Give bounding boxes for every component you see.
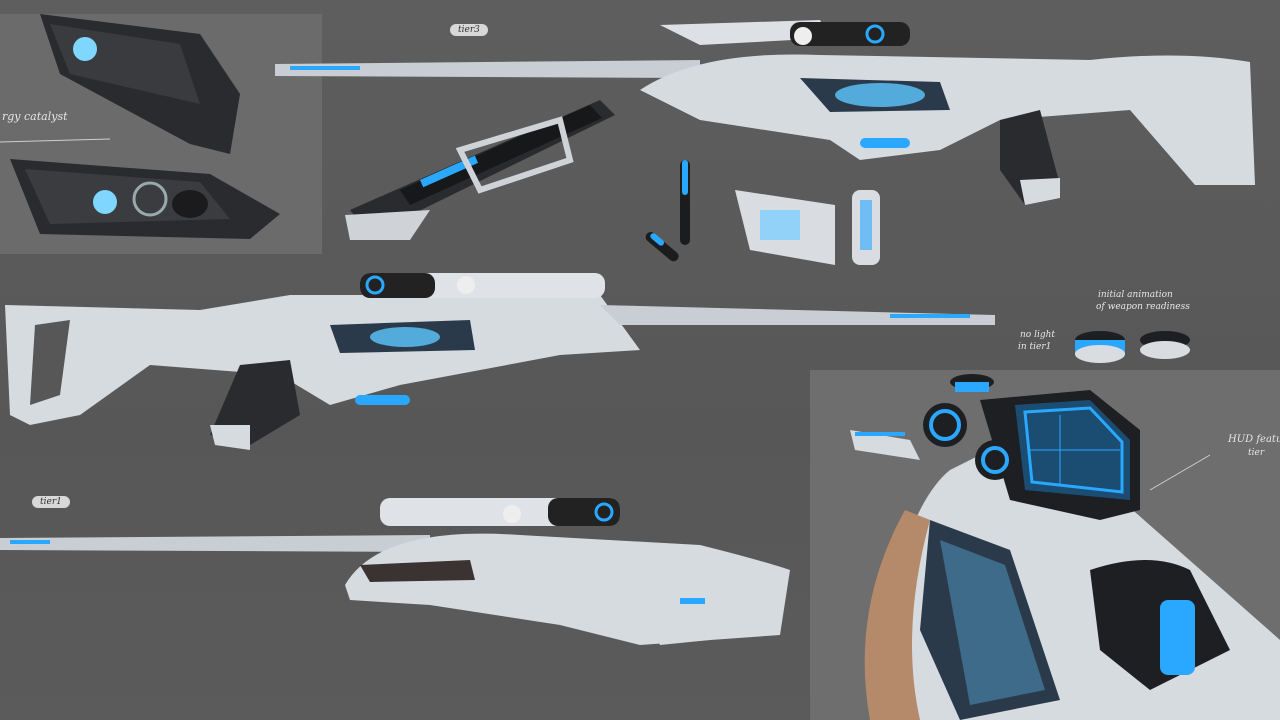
initial-animation-label-1: initial animation — [1098, 290, 1173, 300]
sniper-rifle-icon — [275, 20, 1255, 205]
tier3-tag: tier3 — [450, 24, 488, 36]
energy-catalyst-label: rgy catalyst — [2, 110, 68, 123]
energy-catalyst-icon — [0, 14, 280, 239]
barrel-sketch-icon — [345, 100, 615, 240]
magazine-icon — [735, 190, 880, 265]
scope-button-parts-icon — [1075, 331, 1190, 363]
sniper-rifle-tier1 — [0, 498, 790, 645]
hud-feature-label-1: HUD feature — [1228, 434, 1280, 445]
no-light-label-1: no light — [1020, 330, 1056, 340]
initial-animation-label-2: of weapon readiness — [1096, 302, 1190, 312]
sniper-rifle-middle — [5, 273, 995, 450]
hud-feature-label-2: tier — [1248, 448, 1265, 458]
first-person-view-panel: HUD feature tier — [810, 370, 1280, 720]
catalyst-panel: rgy catalyst — [0, 14, 322, 254]
no-light-label-2: in tier1 — [1018, 342, 1052, 352]
bullet-icon — [645, 160, 690, 262]
tier1-tag: tier1 — [32, 496, 70, 508]
scope-icon — [850, 374, 1280, 720]
